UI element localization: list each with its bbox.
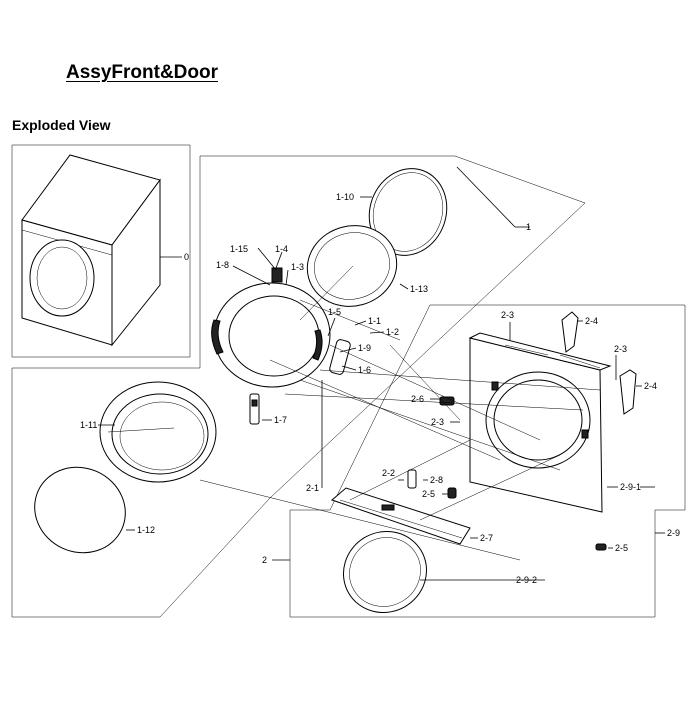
- label-2-6: 2-6: [411, 394, 424, 404]
- label-2-5-a: 2-5: [422, 489, 435, 499]
- label-1-15: 1-15: [230, 244, 248, 254]
- part-labels: 0 1-10 1 1-13 1-15 1-4 1-3 1-8 1-5 1-1 1…: [80, 192, 680, 585]
- panel-frame-2-7: [331, 487, 471, 545]
- label-2-4-b: 2-4: [644, 381, 657, 391]
- door-frame-1-8: [211, 267, 331, 388]
- label-2-9-1: 2-9-1: [620, 482, 641, 492]
- door-outer-glass-1-12: [34, 466, 126, 554]
- label-2-5-b: 2-5: [615, 543, 628, 553]
- label-2-3-c: 2-3: [431, 417, 444, 427]
- label-2-2: 2-2: [382, 468, 395, 478]
- door-hinge-1-7: [249, 393, 260, 425]
- box-assembly-0: [11, 144, 191, 358]
- door-outer-ring-1-11: [99, 381, 217, 483]
- spring-2-5b: [595, 543, 607, 551]
- latch-2-8: [407, 469, 417, 489]
- spring-2-5a: [447, 487, 457, 499]
- label-2-3-b: 2-3: [614, 344, 627, 354]
- label-1-10: 1-10: [336, 192, 354, 202]
- label-2-9: 2-9: [667, 528, 680, 538]
- front-gasket-2-9-2: [342, 530, 428, 614]
- page-subtitle: Exploded View: [12, 117, 111, 133]
- label-1-2: 1-2: [386, 327, 399, 337]
- bracket-2-4a: [561, 311, 579, 353]
- label-1-4: 1-4: [275, 244, 288, 254]
- page-title: AssyFront&Door: [66, 62, 219, 83]
- front-panel-2-9-1: [468, 332, 612, 513]
- box-assembly-front: [289, 304, 686, 618]
- label-2-1: 2-1: [306, 483, 319, 493]
- label-1-6: 1-6: [358, 365, 371, 375]
- label-1: 1: [526, 222, 531, 232]
- label-1-7: 1-7: [274, 415, 287, 425]
- door-inner-glass-1-13: [306, 225, 398, 307]
- label-2-3-a: 2-3: [501, 310, 514, 320]
- leader-lines: [98, 166, 665, 581]
- washer-full-illustration: [21, 154, 161, 347]
- box-assembly-door: [11, 155, 586, 618]
- label-1-11: 1-11: [80, 420, 97, 430]
- label-0: 0: [184, 252, 189, 262]
- label-1-1: 1-1: [368, 316, 381, 326]
- label-2-9-2: 2-9-2: [516, 575, 537, 585]
- label-1-8: 1-8: [216, 260, 229, 270]
- label-1-5: 1-5: [328, 307, 341, 317]
- label-2: 2: [262, 555, 267, 565]
- label-1-13: 1-13: [410, 284, 428, 294]
- label-2-7: 2-7: [480, 533, 493, 543]
- label-1-12: 1-12: [137, 525, 155, 535]
- label-1-3: 1-3: [291, 262, 304, 272]
- label-2-8: 2-8: [430, 475, 443, 485]
- label-1-9: 1-9: [358, 343, 371, 353]
- assembly-lines: [107, 265, 601, 561]
- door-handle-1-6: [329, 339, 351, 375]
- label-2-4-a: 2-4: [585, 316, 598, 326]
- bracket-2-4b: [619, 369, 637, 415]
